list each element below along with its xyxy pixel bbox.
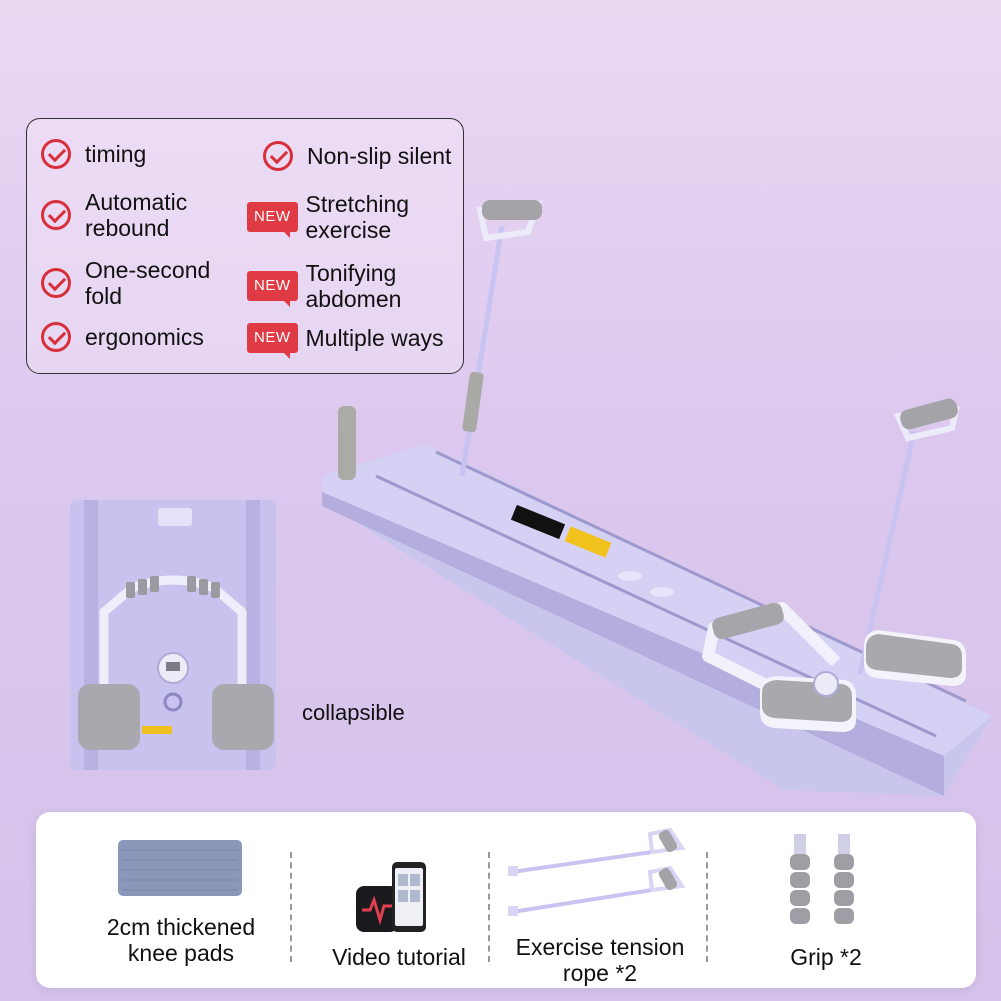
feature-stretching: NEW Stretching exercise <box>247 191 409 243</box>
video-tutorial-icon <box>356 862 426 932</box>
feature-abdomen: NEW Tonifying abdomen <box>247 260 401 312</box>
check-icon <box>263 141 293 171</box>
feature-rebound: Automatic rebound <box>41 189 187 241</box>
check-icon <box>41 139 71 169</box>
accessory-video-tutorial-label: Video tutorial <box>332 944 466 970</box>
knee-pad-icon <box>118 840 242 896</box>
folded-caption: collapsible <box>302 700 405 725</box>
new-badge: NEW <box>247 323 298 359</box>
check-icon <box>41 200 71 230</box>
folded-board-image <box>70 500 276 770</box>
divider <box>290 852 292 962</box>
grip-icon <box>790 834 854 924</box>
features-panel: timing Non-slip silent Automatic rebound… <box>26 118 464 374</box>
new-badge: NEW <box>247 202 298 238</box>
feature-ergonomics: ergonomics <box>41 322 204 352</box>
feature-fold: One-second fold <box>41 257 210 309</box>
accessory-grip-label: Grip *2 <box>790 944 862 970</box>
tension-rope-icon <box>508 827 686 916</box>
divider <box>488 852 490 962</box>
new-badge: NEW <box>247 271 298 307</box>
accessory-tension-rope-label: Exercise tension rope *2 <box>515 934 685 986</box>
feature-non-slip: Non-slip silent <box>263 141 451 171</box>
accessories-panel: 2cm thickened knee pads Video tutorial E… <box>36 812 976 988</box>
feature-multiple-ways: NEW Multiple ways <box>247 323 444 359</box>
feature-timing: timing <box>41 139 146 169</box>
divider <box>706 852 708 962</box>
exercise-board-image <box>322 200 992 796</box>
accessory-knee-pads-label: 2cm thickened knee pads <box>106 914 256 966</box>
check-icon <box>41 322 71 352</box>
check-icon <box>41 268 71 298</box>
